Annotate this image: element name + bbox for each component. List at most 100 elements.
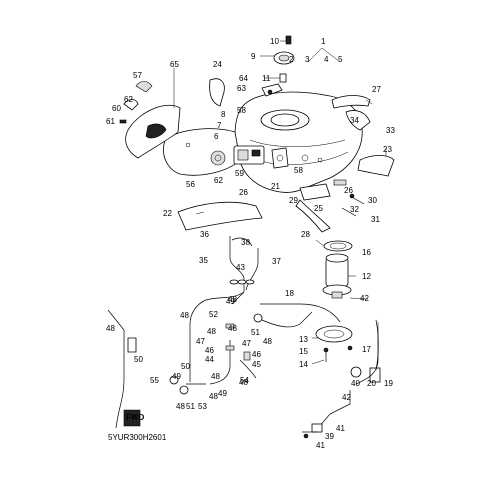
callout-45: 45 [252, 360, 261, 369]
callout-22: 22 [163, 209, 172, 218]
callout-29: 29 [289, 196, 298, 205]
callout-58a: 58 [237, 106, 246, 115]
callout-17: 17 [362, 345, 371, 354]
callout-11: 11 [262, 74, 271, 83]
left-panel [125, 104, 181, 159]
callout-41b: 41 [316, 441, 325, 450]
callout-40: 40 [351, 379, 360, 388]
callout-28: 28 [301, 230, 310, 239]
hose-clips-43 [229, 279, 255, 285]
callout-60: 60 [112, 104, 121, 113]
diagram-code: 5YUR300H2601 [108, 433, 167, 442]
callout-6: 6 [214, 132, 219, 141]
callout-27: 27 [372, 85, 381, 94]
bolts-30-32 [341, 193, 365, 217]
mount-brackets [295, 179, 347, 233]
callout-32: 32 [350, 205, 359, 214]
callout-48a: 48 [180, 311, 189, 320]
callout-64: 64 [239, 74, 248, 83]
callout-46b: 46 [252, 350, 261, 359]
callout-14: 14 [299, 360, 308, 369]
callout-61: 61 [106, 117, 115, 126]
side-piece-24 [209, 78, 225, 107]
callout-44: 44 [205, 355, 214, 364]
callout-65: 65 [170, 60, 179, 69]
callout-62b: 62 [214, 176, 223, 185]
callout-5: 5 [338, 55, 343, 64]
callout-47a: 47 [196, 337, 205, 346]
callout-48e: 48 [106, 324, 115, 333]
callout-49c: 49 [218, 389, 227, 398]
callout-48c: 48 [228, 324, 237, 333]
part-drawings: FWD [107, 35, 395, 439]
callout-31: 31 [371, 215, 380, 224]
pump-flange [315, 325, 353, 362]
callout-30: 30 [368, 196, 377, 205]
callout-48f: 48 [211, 372, 220, 381]
fwd-mark: FWD [123, 409, 144, 427]
callout-50a: 50 [134, 355, 143, 364]
callout-34: 34 [350, 116, 359, 125]
callout-26b: 26 [344, 186, 353, 195]
callout-57: 57 [133, 71, 142, 80]
fwd-label: FWD [126, 413, 144, 422]
callout-49a: 49 [226, 297, 235, 306]
callout-38: 38 [241, 238, 250, 247]
left-side-cover [163, 128, 241, 176]
callout-42b: 42 [342, 393, 351, 402]
callout-59: 59 [235, 169, 244, 178]
small-left-parts [119, 81, 153, 124]
callout-1: 1 [321, 37, 326, 46]
callout-42a: 42 [360, 294, 369, 303]
callout-48d: 48 [207, 327, 216, 336]
callout-54: 54 [240, 376, 249, 385]
fuel-tank [234, 91, 363, 193]
fuel-pump [322, 240, 353, 299]
filler-cap [273, 35, 295, 83]
callout-9: 9 [251, 52, 256, 61]
right-side-covers [331, 95, 395, 177]
leader-lines [173, 40, 387, 365]
callout-51b: 51 [186, 402, 195, 411]
callout-48h: 48 [176, 402, 185, 411]
callout-35: 35 [199, 256, 208, 265]
callout-63: 63 [237, 84, 246, 93]
callout-52: 52 [209, 310, 218, 319]
callout-51a: 51 [251, 328, 260, 337]
callout-48b: 48 [228, 295, 237, 304]
callout-48i: 48 [239, 378, 248, 387]
callout-47b: 47 [242, 339, 251, 348]
callout-56: 56 [186, 180, 195, 189]
callout-48g: 48 [209, 392, 218, 401]
callout-3: 3 [305, 55, 310, 64]
callout-36: 36 [200, 230, 209, 239]
callout-50b: 50 [181, 362, 190, 371]
callout-23: 23 [383, 145, 392, 154]
callout-53: 53 [198, 402, 207, 411]
callout-62a: 62 [124, 95, 133, 104]
bracket-63-64 [261, 83, 283, 97]
callout-48j: 48 [263, 337, 272, 346]
callout-15: 15 [299, 347, 308, 356]
callout-46a: 46 [205, 346, 214, 355]
callout-18: 18 [285, 289, 294, 298]
left-drain-hose [107, 309, 189, 429]
lower-hose [302, 330, 379, 439]
callout-10: 10 [270, 37, 279, 46]
callout-20: 20 [367, 379, 376, 388]
callout-58b: 58 [294, 166, 303, 175]
callout-37: 37 [272, 257, 281, 266]
callout-55: 55 [150, 376, 159, 385]
callout-labels: 1 2 3 4 5 6 7 8 9 10 11 12 13 14 15 16 1… [106, 37, 395, 450]
callout-25: 25 [314, 204, 323, 213]
callout-21: 21 [271, 182, 280, 191]
callout-12: 12 [362, 272, 371, 281]
callout-39: 39 [325, 432, 334, 441]
callout-16: 16 [362, 248, 371, 257]
fuel-lines [186, 236, 341, 385]
callout-49b: 49 [172, 372, 181, 381]
callout-7: 7 [217, 121, 222, 130]
left-bracket-22 [177, 201, 263, 231]
callout-4: 4 [324, 55, 329, 64]
